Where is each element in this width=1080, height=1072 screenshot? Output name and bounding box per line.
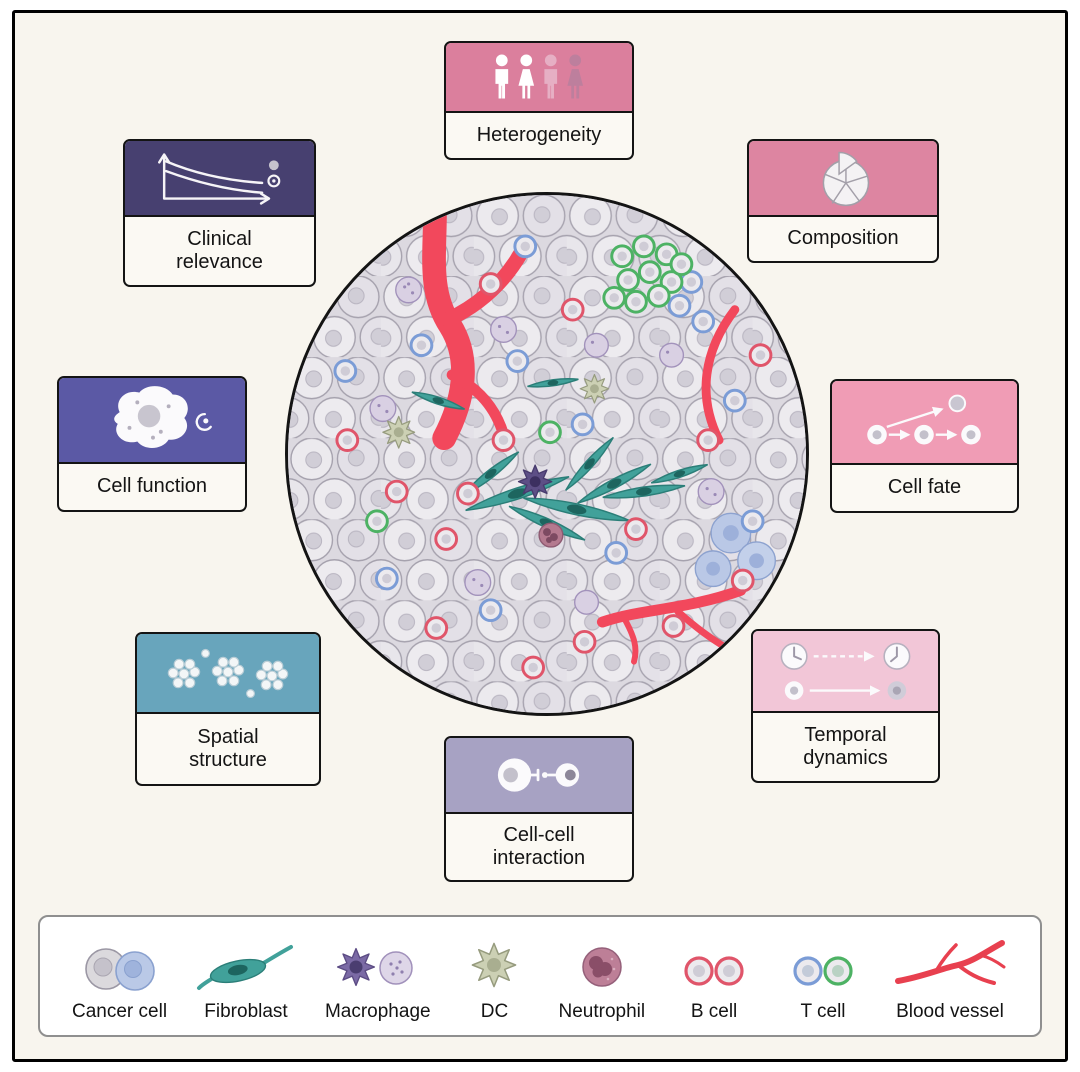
card-label-temporal-dynamics: Temporal dynamics [803, 723, 888, 769]
interacting-cells-icon [446, 738, 632, 814]
legend-label-t-cell: T cell [800, 1001, 846, 1022]
card-label-cell-fate: Cell fate [887, 476, 962, 499]
cancer-cell-background [288, 195, 806, 713]
t-cells-blue [333, 234, 765, 623]
card-clinical-relevance: Clinical relevance [123, 139, 316, 287]
card-label-cell-cell-interaction: Cell-cell interaction [492, 823, 586, 869]
neutrophil-cell [538, 522, 564, 548]
legend-label-blood-vessel: Blood vessel [896, 1001, 1004, 1022]
survival-chart-icon [125, 141, 314, 217]
cell-clusters-icon [137, 634, 319, 714]
legend-item-b-cell: B cell [674, 947, 754, 1023]
heterogeneity-people-icon [446, 43, 632, 113]
card-temporal-dynamics: Temporal dynamics [751, 629, 940, 783]
card-cell-function: Cell function [57, 376, 247, 512]
card-label-composition: Composition [787, 227, 899, 250]
card-label-cell-function: Cell function [96, 475, 208, 498]
dendritic-cells [382, 373, 610, 449]
b-cell-icon [674, 947, 754, 993]
card-cell-fate: Cell fate [830, 379, 1019, 513]
macrophage-icon [330, 939, 426, 993]
blood-vessels [422, 195, 747, 665]
tissue-illustration-svg [288, 195, 806, 713]
legend-item-fibroblast: Fibroblast [196, 943, 296, 1023]
b-cells [335, 272, 773, 680]
cancer-cell-icon [76, 941, 164, 993]
legend-label-macrophage: Macrophage [324, 1001, 431, 1022]
legend-item-cancer-cell: Cancer cell [72, 941, 167, 1023]
card-label-heterogeneity: Heterogeneity [476, 123, 602, 146]
card-label-spatial-structure: Spatial structure [189, 725, 267, 771]
dark-macrophage [517, 464, 553, 499]
legend-label-fibroblast: Fibroblast [204, 1001, 288, 1022]
legend-label-cancer-cell: Cancer cell [72, 1001, 168, 1022]
legend-item-dc: DC [460, 937, 530, 1023]
macrophage-blob-icon [59, 378, 245, 464]
fibroblast-icon [196, 943, 296, 993]
legend-item-macrophage: Macrophage [325, 939, 431, 1023]
card-heterogeneity: Heterogeneity [444, 41, 634, 160]
legend-item-neutrophil: Neutrophil [558, 939, 645, 1023]
legend-label-b-cell: B cell [690, 1001, 738, 1022]
blood-vessel-icon [892, 937, 1008, 993]
legend-label-dc: DC [480, 1001, 509, 1022]
t-cell-icon [783, 947, 863, 993]
card-cell-cell-interaction: Cell-cell interaction [444, 736, 634, 882]
legend-item-t-cell: T cell [783, 947, 863, 1023]
card-composition: Composition [747, 139, 939, 263]
legend: Cancer cell Fibroblast [38, 915, 1042, 1037]
legend-label-neutrophil: Neutrophil [558, 1001, 646, 1022]
clocks-timeline-icon [753, 631, 938, 713]
cell-fate-arrows-icon [832, 381, 1017, 465]
dc-icon [460, 937, 530, 993]
macrophages [369, 276, 725, 615]
card-spatial-structure: Spatial structure [135, 632, 321, 786]
card-label-clinical-relevance: Clinical relevance [176, 227, 263, 273]
legend-item-blood-vessel: Blood vessel [892, 937, 1008, 1023]
pie-chart-icon [749, 141, 937, 217]
t-cells-green [365, 234, 694, 534]
tumor-microenvironment-illustration [285, 192, 809, 716]
neutrophil-icon [572, 939, 632, 993]
